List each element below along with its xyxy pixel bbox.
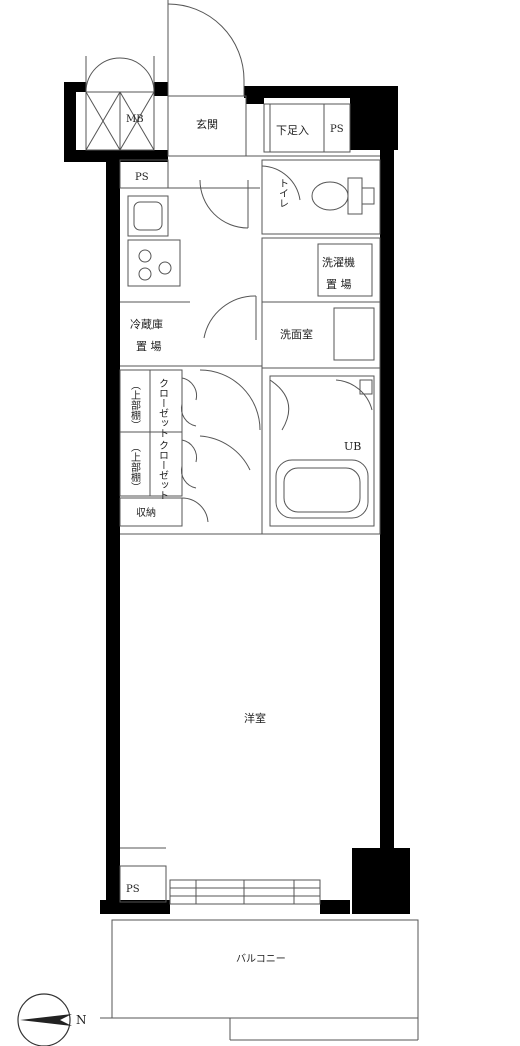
balcony-label: バルコニー [236, 953, 286, 965]
exterior-walls [64, 82, 410, 914]
entrance-label: 玄関 [196, 117, 218, 131]
interior-lines [85, 0, 419, 1041]
mb-label: MB [126, 114, 144, 125]
room-labels: MB 玄関 下足入 PS PS トイレ 洗濯機 置 場 冷蔵庫 置 場 洗面室 … [126, 114, 361, 965]
storage-label: 収納 [136, 506, 156, 519]
shoe-box-label: 下足入 [276, 124, 309, 137]
toilet-label: トイレ [277, 178, 289, 208]
closet-a-label: クローゼット [157, 378, 169, 438]
ps-left-label: PS [135, 172, 149, 183]
upper-shelf-b-label: （上部棚） [129, 442, 141, 492]
wash-place-label-1: 洗濯機 [322, 255, 355, 269]
closet-b-label: クローゼット [157, 440, 169, 500]
ps-top-label: PS [330, 124, 344, 135]
wash-place-label-2: 置 場 [326, 278, 352, 291]
compass: N [17, 993, 87, 1046]
ps-bottom-label: PS [126, 884, 140, 895]
fridge-label-2: 置 場 [136, 340, 162, 353]
unit-bath-label: UB [344, 440, 361, 453]
fridge-label-1: 冷蔵庫 [130, 317, 163, 331]
main-room-label: 洋室 [244, 711, 266, 725]
north-label: N [76, 1013, 87, 1027]
upper-shelf-a-label: （上部棚） [129, 380, 141, 430]
washroom-label: 洗面室 [280, 327, 313, 341]
